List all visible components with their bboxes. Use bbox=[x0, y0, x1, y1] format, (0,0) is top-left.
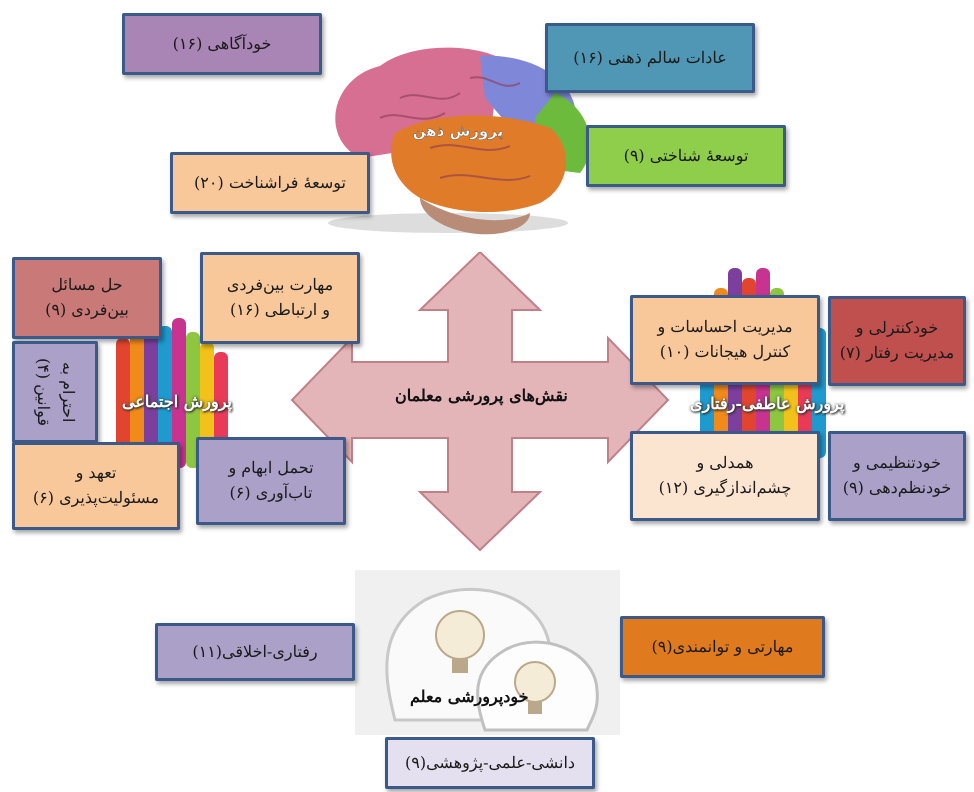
box-knowledge-research: دانشی-علمی-پژوهشی(۹) bbox=[385, 737, 595, 789]
label-emotional: پرورش عاطفی-رفتاری bbox=[690, 394, 845, 413]
heads-image bbox=[355, 570, 620, 735]
label-self-development: خودپرورشی معلم bbox=[410, 687, 529, 706]
brain-label: پرورش ذهن bbox=[413, 122, 503, 141]
box-empathy: همدلی و چشم‌اندازگیری (۱۲) bbox=[630, 431, 820, 521]
box-self-awareness: خودآگاهی (۱۶) bbox=[122, 13, 322, 75]
box-respect-rules: احترام به قوانین (۴) bbox=[12, 341, 98, 443]
four-way-arrow bbox=[290, 252, 670, 552]
box-ambiguity-tolerance: تحمل ابهام و تاب‌آوری (۶) bbox=[196, 437, 346, 525]
hands-left-image bbox=[116, 318, 228, 468]
box-metacognition: توسعهٔ فراشناخت (۲۰) bbox=[170, 152, 370, 214]
box-communication: مهارت بین‌فردی و ارتباطی (۱۶) bbox=[200, 252, 360, 344]
box-self-control: خودکنترلی و مدیریت رفتار (۷) bbox=[828, 296, 966, 386]
box-skill-ability: مهارتی و توانمندی(۹) bbox=[620, 616, 825, 678]
brain-image: پرورش ذهن bbox=[328, 47, 591, 235]
box-commitment: تعهد و مسئولیت‌پذیری (۶) bbox=[12, 442, 180, 530]
box-behavioral-ethical: رفتاری-اخلاقی(۱۱) bbox=[155, 623, 355, 681]
box-healthy-habits: عادات سالم ذهنی (۱۶) bbox=[545, 23, 755, 93]
box-self-regulation: خودتنظیمی و خودنظم‌دهی (۹) bbox=[828, 431, 966, 521]
box-problem-solving: حل مسائل بین‌فردی (۹) bbox=[12, 257, 162, 339]
center-label: نقش‌های پرورشی معلمان bbox=[395, 386, 568, 405]
box-emotion-mgmt: مدیریت احساسات و کنترل هیجانات (۱۰) bbox=[630, 295, 820, 385]
box-cognitive-dev: توسعهٔ شناختی (۹) bbox=[586, 125, 786, 187]
label-social: پرورش اجتماعی bbox=[122, 392, 233, 411]
